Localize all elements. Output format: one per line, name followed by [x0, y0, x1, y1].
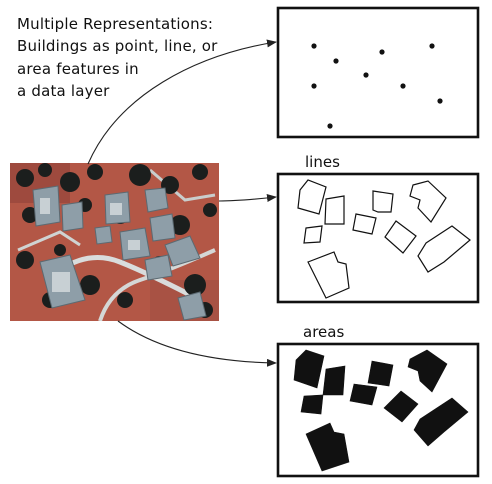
point-features	[311, 43, 443, 129]
point-feature	[437, 98, 443, 104]
lines-panel: lines	[276, 153, 480, 304]
arrow-to-areas	[117, 320, 277, 367]
building-area	[413, 397, 469, 447]
point-feature	[379, 49, 385, 55]
building-outline	[352, 213, 377, 235]
title-line-1: Multiple Representations:	[17, 15, 213, 33]
building-outline	[303, 225, 323, 244]
building-area	[300, 394, 324, 415]
title-line-3: area features in	[17, 60, 139, 78]
point-feature	[311, 83, 317, 89]
arrow-to-points	[87, 39, 277, 165]
areas-panel-label: areas	[303, 323, 344, 341]
point-feature	[363, 72, 369, 78]
points-panel-frame	[276, 6, 480, 139]
point-feature	[311, 43, 317, 49]
building-area	[305, 422, 350, 472]
point-feature	[429, 43, 435, 49]
diagram-title: Multiple Representations: Buildings as p…	[17, 15, 218, 100]
building-outline	[409, 180, 447, 223]
building-area	[383, 390, 419, 423]
building-outline	[417, 225, 471, 273]
point-feature	[400, 83, 406, 89]
point-feature	[333, 58, 339, 64]
building-area	[293, 349, 325, 389]
building-area	[367, 360, 394, 387]
title-line-2: Buildings as point, line, or	[17, 37, 218, 55]
building-outline	[307, 251, 350, 299]
building-area	[322, 365, 346, 396]
connector-arrows	[87, 39, 277, 367]
building-outline	[384, 220, 417, 254]
title-line-4: a data layer	[17, 82, 110, 100]
lines-panel-label: lines	[305, 153, 340, 171]
arrow-to-lines	[218, 194, 277, 202]
building-outline	[297, 179, 327, 215]
point-feature	[327, 123, 333, 129]
points-panel: points	[276, 6, 480, 139]
building-area	[349, 383, 378, 406]
building-outline	[324, 195, 345, 225]
line-features	[297, 179, 471, 299]
areas-panel: areas	[276, 323, 480, 478]
area-features	[293, 349, 469, 472]
aerial-photo	[10, 163, 219, 321]
building-area	[407, 349, 448, 393]
building-outline	[372, 190, 394, 213]
